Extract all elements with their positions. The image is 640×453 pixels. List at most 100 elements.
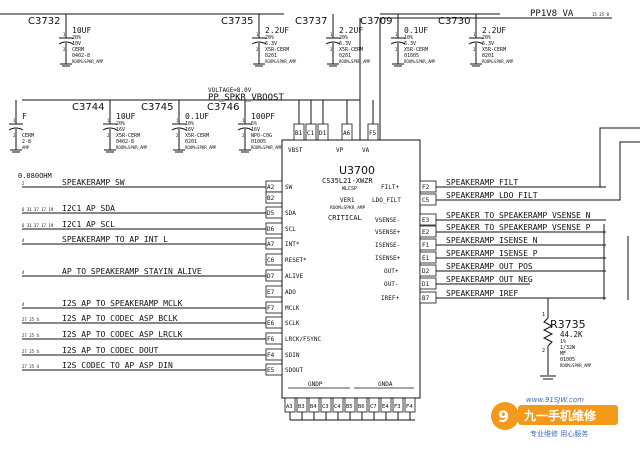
cap-package: 0201: [339, 53, 351, 59]
net-label: I2S_CODEC_TO_AP_ASP_DIN: [62, 361, 173, 370]
net-label: SPEAKERAMP_FILT: [446, 178, 518, 187]
cap-plate-bottom: [468, 41, 484, 45]
resistor-room: ROOM=SPKR_AMP: [560, 363, 592, 368]
net-label: I2S_AP_TO_CODEC_ASP_LRCLK: [62, 330, 183, 339]
cap-pin1: 1: [63, 32, 66, 37]
cap-package: 0402-8: [116, 139, 134, 145]
cap-dielectric: X5R-CERM: [339, 47, 363, 53]
net-label: I2S_AP_TO_SPEAKERAMP_MCLK: [62, 299, 183, 308]
logo-digit: 9: [498, 407, 509, 426]
cap-voltage: 10V: [72, 41, 81, 47]
pin-number: D1: [422, 281, 430, 288]
pin-box: [317, 123, 329, 141]
pin-number: F5: [369, 130, 377, 137]
net-refs: 27 25 4: [22, 349, 39, 354]
cap-dielectric: X5R-CERM: [404, 47, 428, 53]
pin-number: E3: [422, 217, 430, 224]
cap-ref: C3737: [295, 16, 327, 27]
pin-number: E2: [422, 229, 430, 236]
pin-box: [367, 123, 379, 141]
cap-value: 100PF: [251, 112, 275, 121]
net-label: I2C1_AP_SCL: [62, 220, 115, 229]
net-label: SPEAKERAMP_OUT_NEG: [446, 275, 533, 284]
cap-room: ROOM=SPKR_AMP: [404, 59, 436, 64]
pin-name: ISENSE+: [375, 255, 401, 262]
gnda-label: GNDA: [378, 381, 393, 388]
pin-number: F4: [406, 404, 413, 410]
cap-tol: 20%: [72, 35, 81, 41]
ic-pkg: WLCSP: [342, 186, 357, 192]
cap-value: 0.1UF: [185, 112, 209, 121]
cap-dielectric: X5R-CERM: [185, 133, 209, 139]
pin-number: C3: [322, 404, 329, 410]
pin-number: D7: [267, 273, 275, 280]
pin-box: [265, 191, 283, 204]
resistor-pkg: 01005: [560, 357, 575, 363]
cap-package: 0201: [265, 53, 277, 59]
pin-number: E5: [267, 367, 275, 374]
pin-number: B4: [310, 404, 317, 410]
cap-tol: 10%: [404, 35, 413, 41]
cap-package: 0201: [185, 139, 197, 145]
cap-plate-bottom: [251, 41, 267, 45]
net-label: SPEAKERAMP_SW: [62, 178, 125, 187]
pin-number: C7: [370, 404, 377, 410]
logo-circle: [491, 402, 519, 430]
cap-tol: 20%: [265, 35, 274, 41]
pin-name: IREF+: [381, 295, 399, 302]
cap-ref: C3746: [207, 102, 239, 113]
net-label: I2S_AP_TO_CODEC_DOUT: [62, 346, 159, 355]
pin-number: E4: [382, 404, 389, 410]
pin-number: A7: [267, 241, 275, 248]
net-refs: 4: [22, 238, 25, 243]
ldo-filt-bus: [558, 141, 640, 201]
rail-refs: 15 25 8: [592, 12, 609, 17]
pin-number: D5: [267, 210, 275, 217]
pin-number: B2: [267, 195, 275, 202]
net-label: SPEAKERAMP_IREF: [446, 289, 518, 298]
pin-number: F7: [267, 305, 275, 312]
pin-name: VSENSE-: [375, 217, 400, 224]
cap-dielectric: CERM: [72, 47, 84, 53]
pin-number: D2: [422, 268, 430, 275]
pin-name: VSENSE+: [375, 229, 401, 236]
pin-box: [265, 285, 283, 298]
cap-voltage: 16V: [251, 127, 260, 133]
cap-voltage: 6.3V: [339, 41, 351, 47]
pin-name: SCLK: [285, 320, 300, 327]
resistor-pin1: 1: [542, 312, 545, 318]
pin-number: E7: [267, 289, 275, 296]
cap-value: 10UF: [72, 26, 91, 35]
cap-pin2: 2: [395, 47, 398, 52]
pin-name: OUT+: [384, 268, 399, 275]
cap-pin1: 1: [13, 118, 16, 123]
cap-value: 10UF: [116, 112, 135, 121]
vboost-net: PP_SPKR_VBOOST: [208, 93, 284, 103]
ohm-label: 0.080OHM: [18, 172, 52, 180]
cap-pin2: 2: [13, 133, 16, 138]
cap-value: 2.2UF: [482, 26, 506, 35]
cap-pin2: 2: [473, 47, 476, 52]
pin-number: E6: [267, 320, 275, 327]
pin-name: LRCK/FSYNC: [285, 336, 322, 343]
net-label: SPEAKERAMP_LDO_FILT: [446, 191, 538, 200]
cap-value: 2.2UF: [265, 26, 289, 35]
pin-name: SDOUT: [285, 367, 303, 374]
pin-number: C1: [307, 130, 315, 137]
pin-number: A2: [267, 184, 275, 191]
resistor-l2: 1/32W: [560, 345, 576, 351]
pin-name: FILT+: [381, 184, 399, 191]
cap-pin2: 2: [107, 133, 110, 138]
pin-number: F2: [422, 184, 430, 191]
cap-plate-bottom: [8, 127, 24, 131]
pin-number: B1: [295, 130, 303, 137]
cap-voltage: 6.3V: [265, 41, 277, 47]
cap-ref: C3732: [28, 16, 60, 27]
net-label: I2S_AP_TO_CODEC_ASP_BCLK: [62, 314, 178, 323]
cap-pin2: 2: [63, 47, 66, 52]
pin-name: SW: [285, 184, 293, 191]
resistor-l1: 1%: [560, 339, 566, 345]
mid-capacitor-group: 12743FCERM2-8AMP12C374410UF20%16VX5R-CER…: [8, 100, 283, 153]
pin-number: A3: [286, 404, 293, 410]
